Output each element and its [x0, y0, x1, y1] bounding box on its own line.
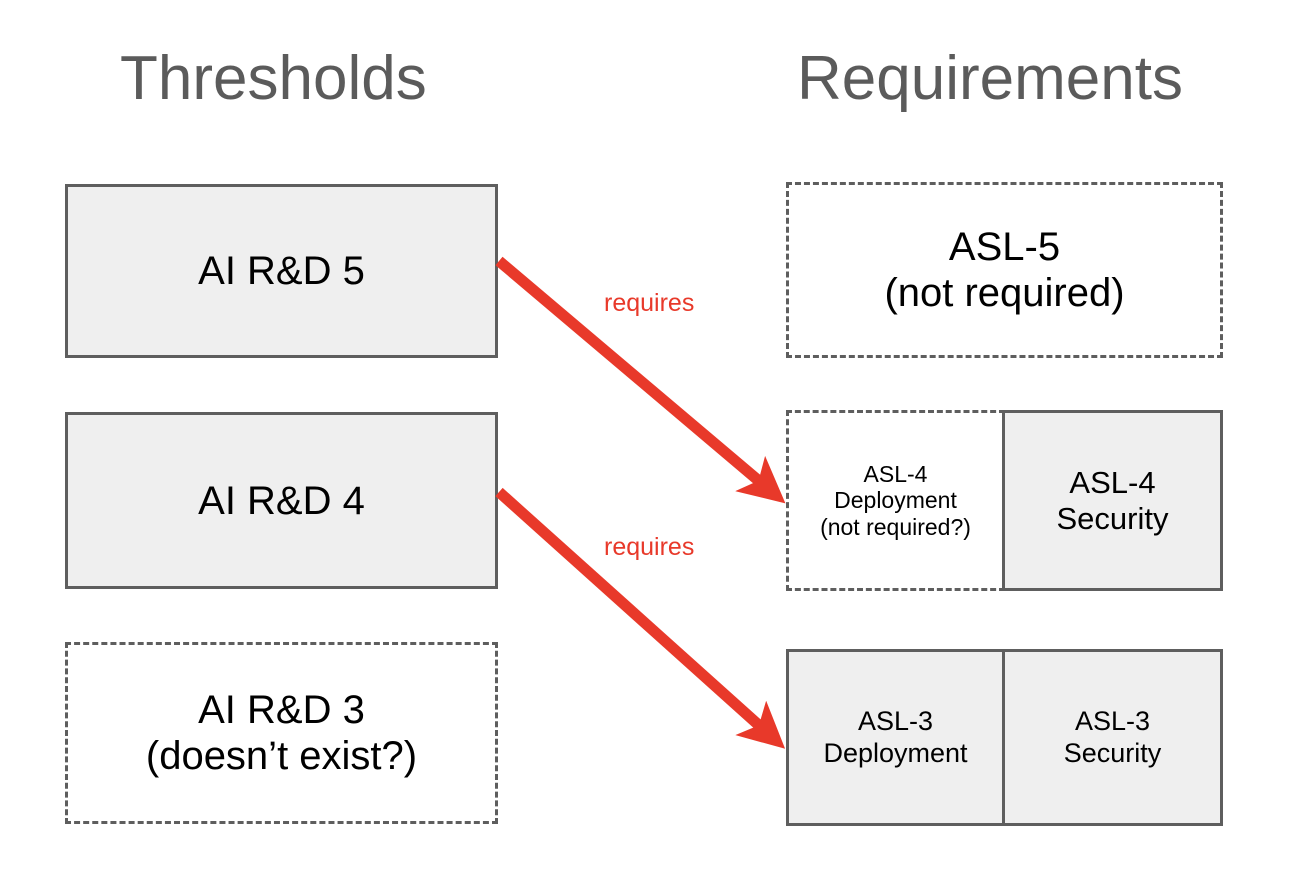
column-header-thresholds: Thresholds	[120, 44, 427, 113]
requirement-label-asl-4-security: ASL-4 Security	[1056, 464, 1169, 536]
threshold-box-ai-rnd-3[interactable]: AI R&D 3 (doesn’t exist?)	[65, 642, 498, 824]
threshold-label-ai-rnd-4: AI R&D 4	[198, 478, 365, 523]
threshold-box-ai-rnd-4[interactable]: AI R&D 4	[65, 412, 498, 589]
requirement-label-asl-4-deployment: ASL-4 Deployment (not required?)	[820, 460, 971, 540]
threshold-box-ai-rnd-5[interactable]: AI R&D 5	[65, 184, 498, 358]
threshold-label-ai-rnd-5: AI R&D 5	[198, 249, 365, 293]
threshold-label-ai-rnd-3: AI R&D 3 (doesn’t exist?)	[145, 688, 418, 778]
column-header-requirements: Requirements	[797, 44, 1183, 113]
requirement-label-asl-3-security: ASL-3 Security	[1063, 706, 1162, 768]
requirement-box-asl-3-security[interactable]: ASL-3 Security	[1002, 649, 1223, 826]
requirement-box-asl-4-deployment[interactable]: ASL-4 Deployment (not required?)	[786, 410, 1005, 591]
requirement-label-asl-5: ASL-5 (not required)	[884, 225, 1125, 315]
arrow-ai-rnd-4-to-asl-3	[495, 487, 786, 749]
requirement-box-asl-4-security[interactable]: ASL-4 Security	[1002, 410, 1223, 591]
requirement-box-asl-3-deployment[interactable]: ASL-3 Deployment	[786, 649, 1005, 826]
edge-label-requires-2: requires	[604, 533, 695, 561]
requirement-box-asl-5[interactable]: ASL-5 (not required)	[786, 182, 1223, 358]
edge-label-requires-1: requires	[604, 289, 695, 317]
requirement-label-asl-3-deployment: ASL-3 Deployment	[823, 706, 968, 768]
